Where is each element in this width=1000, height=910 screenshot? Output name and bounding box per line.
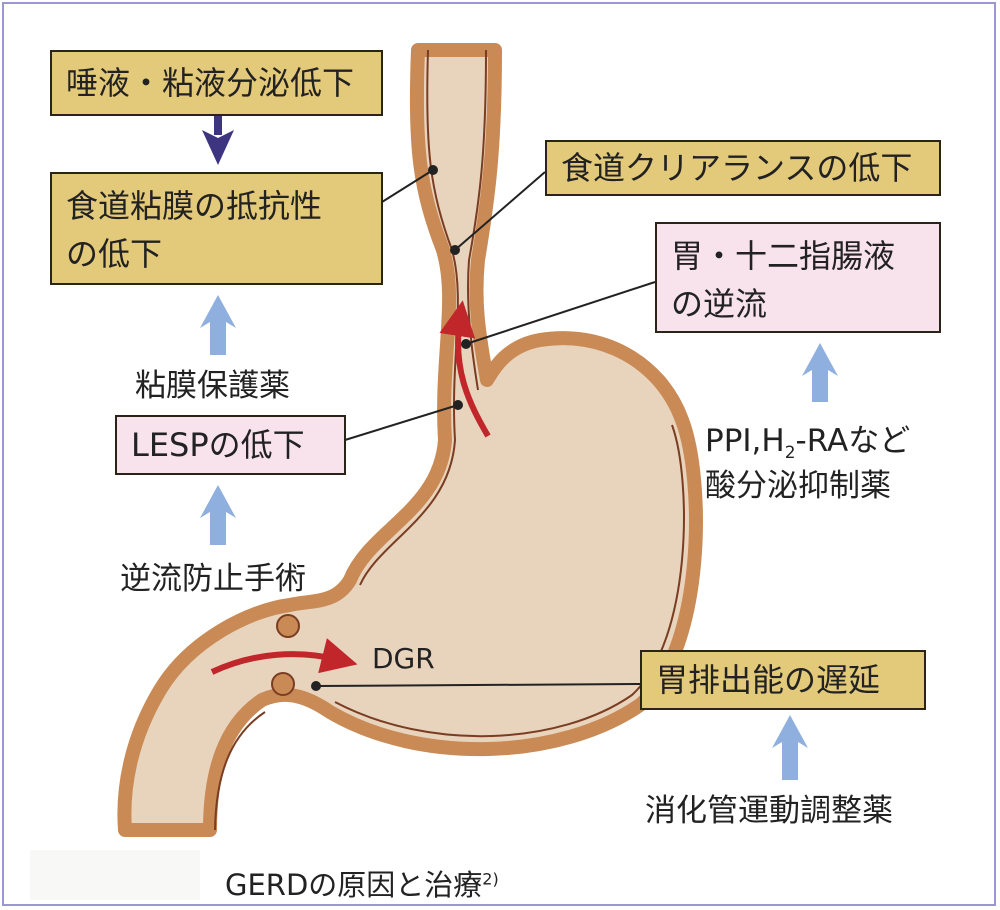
figure-caption: GERDの原因と治療2) xyxy=(225,862,499,904)
box-label: 胃排出能の遅延 xyxy=(656,661,881,699)
box-lesp-decrease: LESPの低下 xyxy=(115,415,346,475)
treatment-mucosal-protectant: 粘膜保護薬 xyxy=(135,368,290,404)
box-saliva-decrease: 唾液・粘液分泌低下 xyxy=(50,50,383,116)
dgr-arrow xyxy=(210,638,358,675)
label-part: 2 xyxy=(784,443,796,464)
box-label: LESPの低下 xyxy=(131,426,305,464)
label-dgr: DGR xyxy=(372,642,435,675)
box-label: 唾液・粘液分泌低下 xyxy=(66,64,355,102)
box-gastric-emptying-delay: 胃排出能の遅延 xyxy=(640,650,926,710)
pylorus-upper xyxy=(276,614,300,638)
blank-patch xyxy=(30,850,200,900)
caption-text: GERDの原因と治療 xyxy=(225,868,483,902)
pylorus-lower xyxy=(271,672,295,696)
blue-arrow-emptying xyxy=(772,715,808,780)
box-duodenal-reflux: 胃・十二指腸液 の逆流 xyxy=(655,222,941,333)
label-part: -RAなど xyxy=(795,423,911,459)
box-mucosal-resistance: 食道粘膜の抵抗性 の低下 xyxy=(50,172,383,285)
treatment-prokinetic: 消化管運動調整薬 xyxy=(645,793,893,829)
box-label: の逆流 xyxy=(671,285,768,323)
box-label: 胃・十二指腸液 xyxy=(671,237,896,275)
box-label: の低下 xyxy=(66,235,163,273)
treatment-ppi-h2ra: PPI,H2-RAなど xyxy=(705,415,910,463)
treatment-antireflux-surgery: 逆流防止手術 xyxy=(120,561,306,597)
blue-arrow-reflux xyxy=(802,343,838,402)
purple-down-arrow xyxy=(202,115,234,165)
caption-reference: 2) xyxy=(482,869,499,889)
leader-lines xyxy=(311,165,656,691)
blue-arrow-lesp xyxy=(200,485,236,545)
box-label: 食道粘膜の抵抗性 xyxy=(66,187,323,225)
treatment-acid-suppressant: 酸分泌抑制薬 xyxy=(705,468,891,504)
blue-arrows xyxy=(200,295,838,780)
reflux-arrow xyxy=(439,300,491,438)
box-clearance-decrease: 食道クリアランスの低下 xyxy=(545,140,941,196)
blue-arrow-mucosa xyxy=(200,295,236,355)
label-part: PPI,H xyxy=(705,423,785,459)
stomach-esophagus-shape xyxy=(117,43,703,837)
box-label: 食道クリアランスの低下 xyxy=(561,149,913,187)
